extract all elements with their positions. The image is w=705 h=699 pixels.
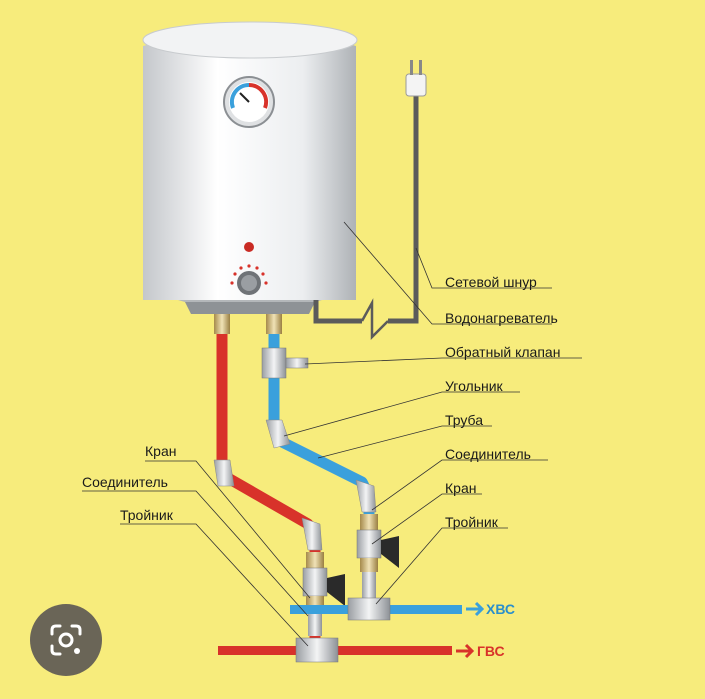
thermostat-knob [230, 264, 268, 295]
hot-water-main [218, 637, 475, 663]
label-connector-right: Соединитель [445, 446, 531, 462]
temperature-gauge [223, 76, 275, 128]
label-elbow: Угольник [445, 378, 504, 394]
google-lens-icon [50, 624, 82, 656]
water-heater-tank [142, 21, 358, 314]
lens-search-button[interactable] [30, 604, 102, 676]
hot-water-pipe [213, 314, 345, 640]
leader-lines [82, 221, 582, 647]
label-check-valve: Обратный клапан [445, 344, 560, 360]
label-power-cord: Сетевой шнур [445, 274, 537, 290]
label-cold-water-main: ХВС [486, 601, 515, 617]
label-tee-left: Тройник [120, 507, 174, 523]
label-pipe: Труба [445, 412, 483, 428]
cold-water-main [290, 597, 485, 621]
label-hot-water-main: ГВС [477, 643, 505, 659]
cold-water-pipe [261, 314, 399, 600]
label-valve-left: Кран [145, 443, 176, 459]
indicator-lamp [244, 242, 254, 252]
label-connector-left: Соединитель [82, 474, 168, 490]
label-valve-right: Кран [445, 480, 476, 496]
label-tee-right: Тройник [445, 514, 499, 530]
label-water-heater: Водонагреватель [445, 310, 558, 326]
power-cord [313, 60, 427, 341]
